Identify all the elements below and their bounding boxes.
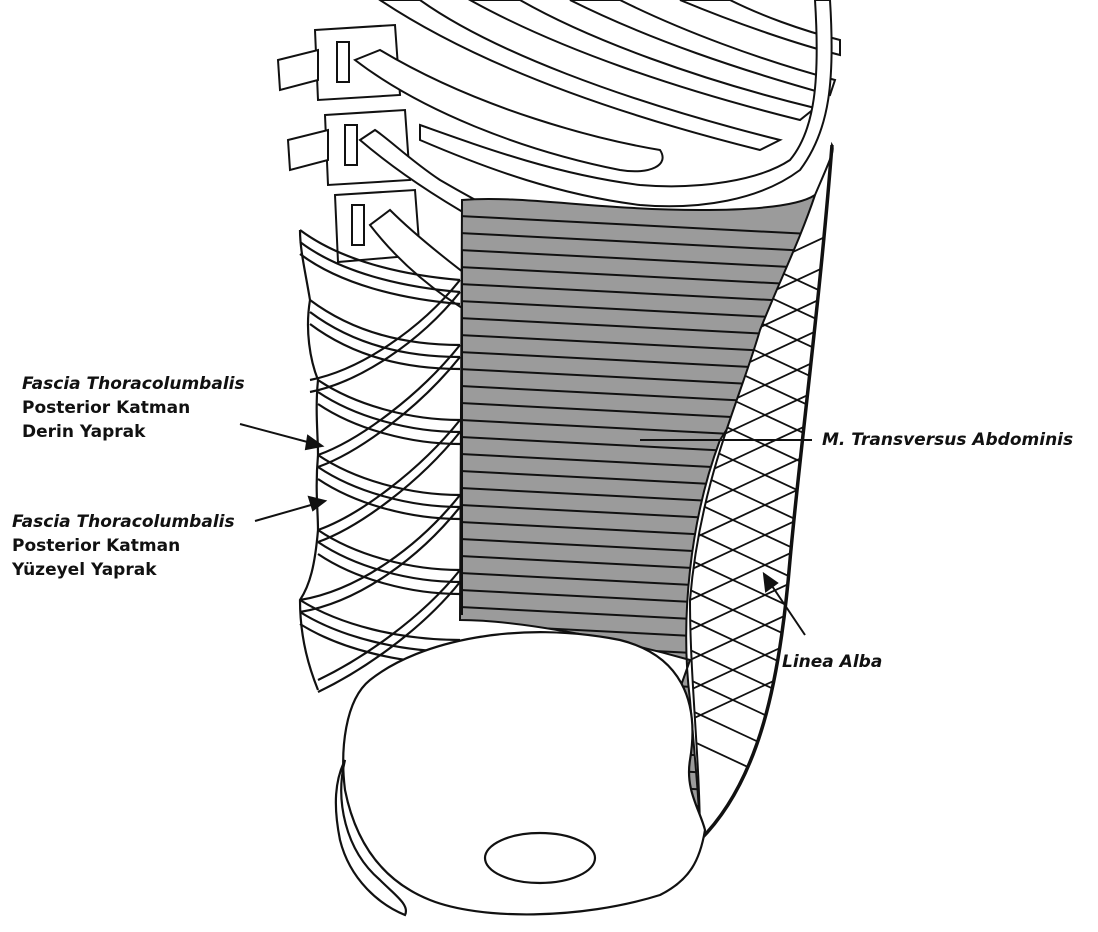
- superficial-layer-label-line2: Posterior Katman: [12, 534, 235, 558]
- deep-layer-label-line2: Posterior Katman: [22, 396, 245, 420]
- deep-layer-label-line3: Derin Yaprak: [22, 420, 245, 444]
- linea-alba-label: Linea Alba: [782, 650, 882, 674]
- deep-layer-label-line1: Fascia Thoracolumbalis: [22, 372, 245, 396]
- thoracolumbar-fascia: [300, 230, 460, 692]
- superficial-layer-label: Fascia Thoracolumbalis Posterior Katman …: [12, 510, 235, 582]
- pelvis: [336, 632, 705, 915]
- superficial-layer-label-line1: Fascia Thoracolumbalis: [12, 510, 235, 534]
- deep-layer-label: Fascia Thoracolumbalis Posterior Katman …: [22, 372, 245, 444]
- muscle-label: M. Transversus Abdominis: [822, 428, 1073, 452]
- superficial-layer-label-line3: Yüzeyel Yaprak: [12, 558, 235, 582]
